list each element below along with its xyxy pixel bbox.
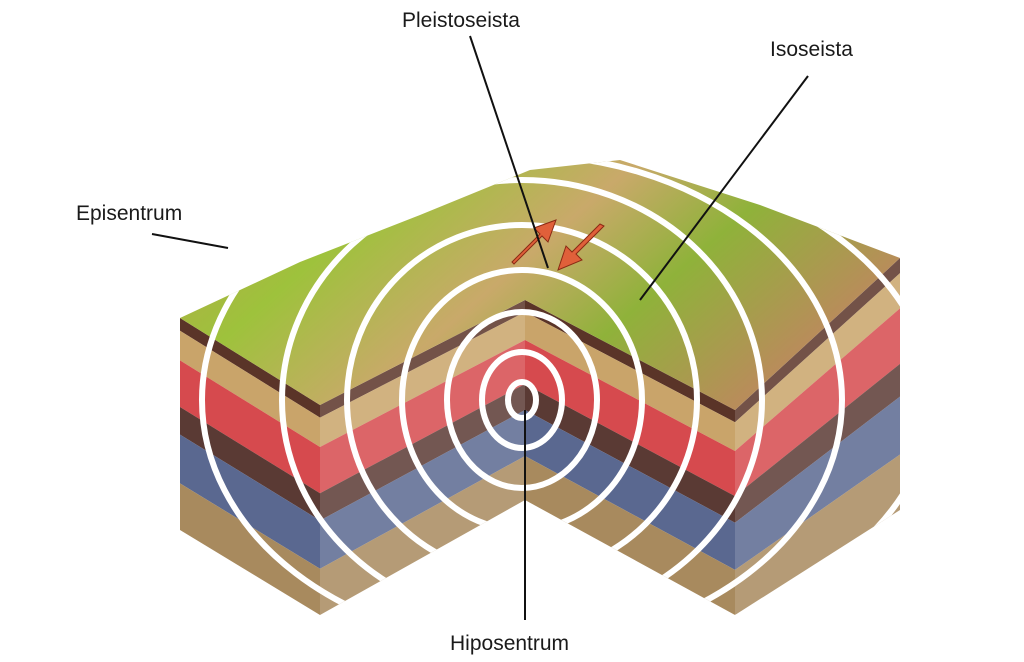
arrow-down-icon [557,223,605,271]
isoseismal-ring-2 [444,309,600,491]
isoseismal-ring-0 [505,379,539,421]
isoseismal-ring-6 [199,160,845,615]
face-right-layer-3 [735,363,900,523]
isoseismal-ring-5 [279,177,765,615]
face-left-layer-2 [180,360,320,494]
leader-pleistoseista [469,35,549,269]
face-notch-left-layer-2 [320,340,525,494]
face-left-layer-3 [180,407,320,521]
face-notch-left-layer-5 [320,456,525,615]
face-right-layer-4 [735,396,900,570]
face-right-layer-5 [735,454,900,615]
face-notch-right-layer-4 [525,410,735,570]
fault-arrows [511,219,605,271]
face-right-layer-2 [735,308,900,497]
face-right-layer-1 [735,273,900,451]
label-hiposentrum: Hiposentrum [450,632,569,655]
face-notch-left-layer-1 [320,312,525,447]
face-notch-left-layer-4 [320,410,525,569]
leader-episentrum [151,233,229,249]
isoseismal-ring-1 [479,349,565,451]
label-pleistoseista: Pleistoseista [402,9,520,32]
face-notch-right-layer-0 [525,300,735,423]
surface-top [180,160,900,410]
leader-isoseista [639,75,809,301]
face-left-layer-5 [180,483,320,615]
label-episentrum: Episentrum [76,202,182,225]
face-right-layer-0 [735,258,900,423]
face-notch-right-layer-2 [525,340,735,497]
arrow-up-icon [511,219,557,265]
face-notch-right-layer-1 [525,312,735,451]
leader-lines [151,35,809,620]
block-faces [180,258,900,615]
label-isoseista: Isoseista [770,38,853,61]
